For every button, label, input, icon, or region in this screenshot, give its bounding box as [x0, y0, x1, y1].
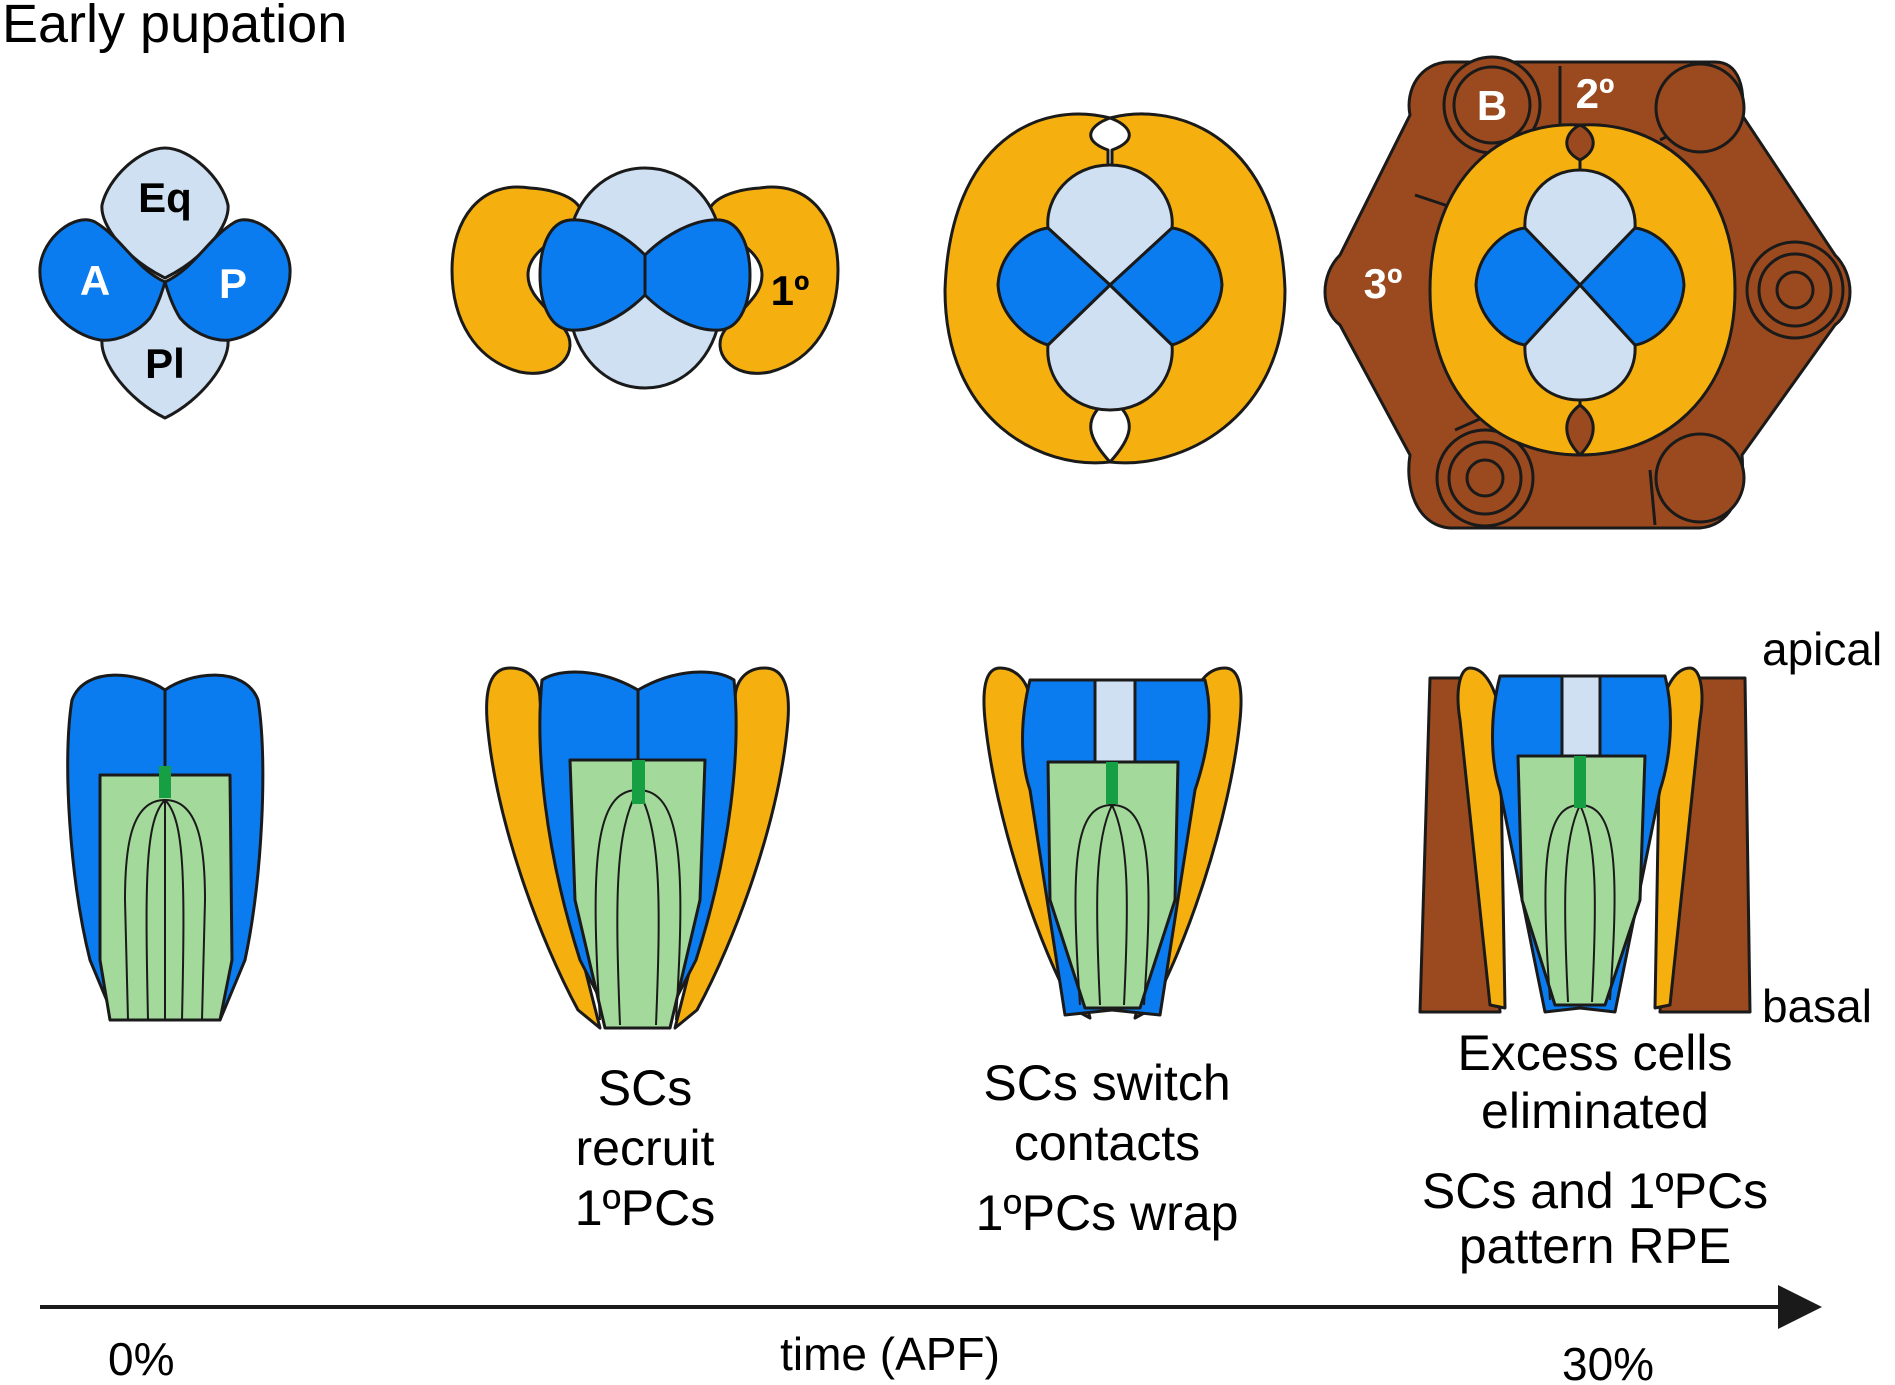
caption-line: pattern RPE: [1459, 1218, 1731, 1274]
posterior-cone-cell: [643, 218, 752, 332]
axis-title: time (APF): [780, 1328, 1000, 1380]
label-a: A: [80, 257, 110, 304]
caption-line: 1ºPCs wrap: [976, 1185, 1239, 1241]
equatorial-cone-cell: [100, 146, 230, 280]
rhabdomere-tip: [159, 766, 171, 798]
stage1-top-view: Eq A P Pl: [38, 146, 292, 420]
caption-stage2: SCs recruit 1ºPCs: [575, 1060, 716, 1236]
axis-start-label: 0%: [108, 1333, 174, 1385]
corner-cell-top-right: [1654, 62, 1746, 154]
time-axis-arrowhead: [1778, 1285, 1822, 1329]
anterior-cone-cell: [38, 218, 167, 342]
basal-label: basal: [1762, 980, 1872, 1032]
stage2-side-view: [485, 666, 790, 1030]
stage3-top-view: [943, 112, 1287, 465]
label-1-primary: 1º: [771, 267, 810, 314]
photoreceptor-outlines: [594, 789, 682, 1026]
equatorial-polar-cone-side: [1560, 674, 1602, 758]
anterior-cone-cell: [996, 226, 1112, 347]
figure-title: Early pupation: [2, 0, 347, 54]
equatorial-polar-cone-side: [1093, 678, 1137, 764]
stage4-side-view: [1418, 666, 1752, 1014]
caption-line: 1ºPCs: [575, 1180, 716, 1236]
stage2-top-view: 1º: [450, 166, 840, 390]
anterior-cone-cell: [538, 218, 647, 332]
rhabdomere-tip: [1574, 756, 1586, 808]
caption-stage4: Excess cells eliminated SCs and 1ºPCs pa…: [1422, 1025, 1768, 1274]
corner-cell-bottom-right: [1654, 432, 1746, 524]
caption-line: recruit: [576, 1120, 715, 1176]
photoreceptor-outlines: [1074, 804, 1150, 1006]
apical-label: apical: [1762, 623, 1882, 675]
label-pl: Pl: [145, 340, 185, 387]
bristle-cell-inner: [1452, 65, 1532, 145]
caption-line: eliminated: [1481, 1083, 1709, 1139]
rhabdomere-tip: [632, 760, 645, 804]
posterior-cone-cell: [1578, 226, 1686, 347]
bristle-complex-right-core: [1775, 270, 1815, 310]
caption-line: Excess cells: [1457, 1025, 1732, 1081]
posterior-cone-cell: [1108, 226, 1224, 347]
label-eq: Eq: [138, 174, 192, 221]
primary-pigment-left-side: [485, 666, 602, 1030]
photoreceptor-cluster: [568, 758, 707, 1030]
caption-stage3: SCs switch contacts 1ºPCs wrap: [976, 1055, 1239, 1241]
anterior-cone-cell: [1474, 226, 1582, 347]
rhabdomere-tip: [1106, 762, 1118, 804]
photoreceptor-outlines: [123, 799, 207, 1021]
stage3-side-view: [982, 666, 1243, 1020]
label-3-tertiary: 3º: [1364, 260, 1403, 307]
axis-end-label: 30%: [1562, 1338, 1654, 1385]
polar-cone-cell: [1523, 283, 1637, 402]
caption-line: SCs and 1ºPCs: [1422, 1163, 1768, 1219]
posterior-cone-cell: [163, 218, 292, 342]
photoreceptor-outlines: [1544, 804, 1616, 1003]
caption-line: SCs switch: [983, 1055, 1230, 1111]
caption-line: SCs: [598, 1060, 692, 1116]
stage4-top-view: B 2º 3º: [1323, 55, 1852, 530]
caption-line: contacts: [1014, 1115, 1200, 1171]
label-2-secondary: 2º: [1576, 70, 1615, 117]
label-b: B: [1477, 82, 1507, 129]
label-p: P: [219, 260, 247, 307]
bristle-complex-left-core: [1465, 458, 1505, 498]
stage1-side-view: [66, 673, 265, 1022]
photoreceptor-cluster: [1046, 760, 1180, 1010]
